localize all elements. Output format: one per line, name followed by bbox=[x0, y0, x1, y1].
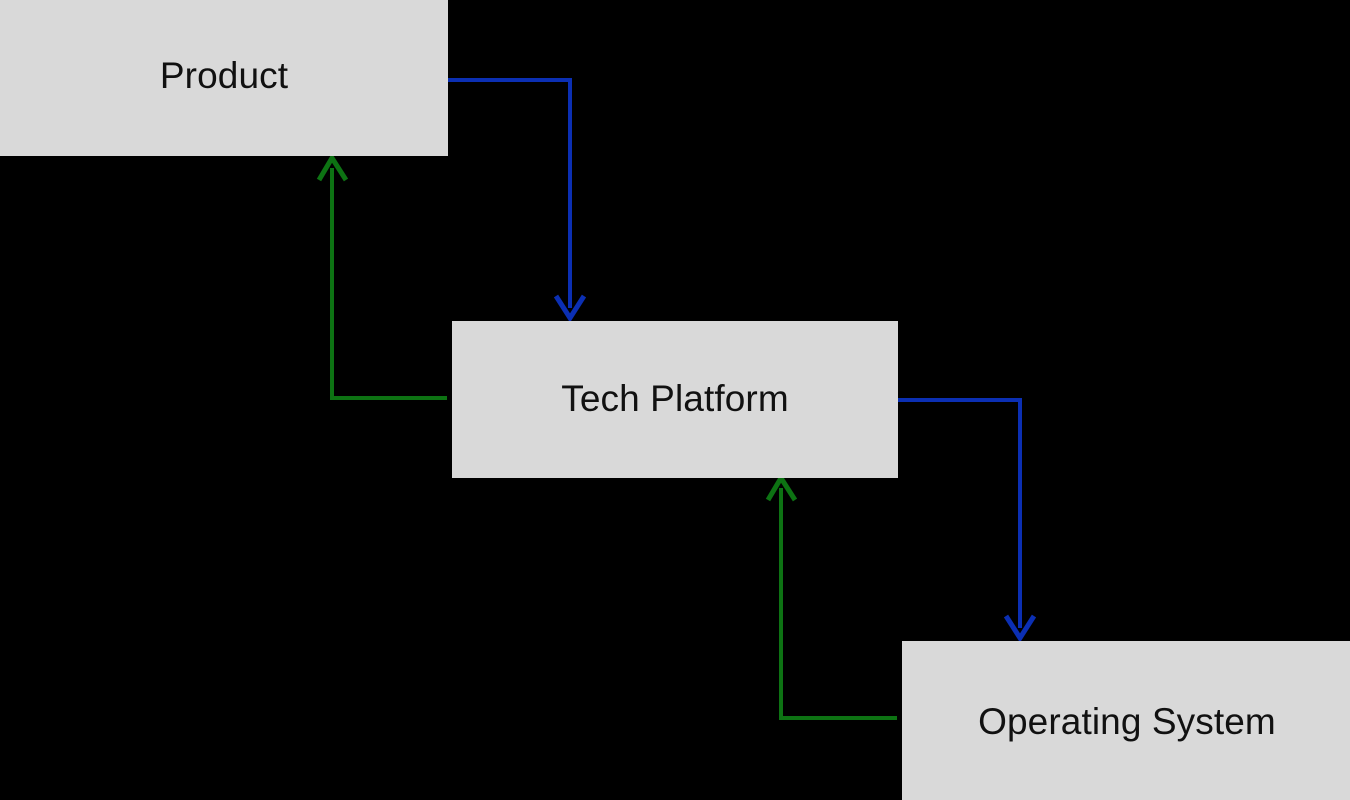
edge-operating-system-to-tech-platform bbox=[765, 473, 897, 720]
arrowhead-up-icon bbox=[316, 153, 349, 182]
edge-line bbox=[448, 78, 572, 308]
edge-tech-platform-to-product bbox=[316, 153, 447, 400]
edge-tech-platform-to-operating-system bbox=[898, 398, 1037, 643]
node-product-label: Product bbox=[159, 54, 289, 96]
node-tech-platform[interactable]: Tech Platform bbox=[452, 321, 898, 478]
arrowhead-up-icon bbox=[765, 473, 798, 502]
edge-line bbox=[898, 398, 1022, 628]
edge-product-to-tech-platform bbox=[448, 78, 587, 323]
node-operating-system-label: Operating System bbox=[978, 701, 1276, 743]
arrowhead-down-icon bbox=[553, 294, 587, 323]
node-tech-platform-label: Tech Platform bbox=[561, 378, 789, 420]
edge-line bbox=[779, 488, 897, 720]
arrowhead-down-icon bbox=[1003, 614, 1037, 643]
node-operating-system[interactable]: Operating System bbox=[902, 641, 1350, 800]
node-product[interactable]: Product bbox=[0, 0, 448, 156]
edge-line bbox=[330, 168, 447, 400]
